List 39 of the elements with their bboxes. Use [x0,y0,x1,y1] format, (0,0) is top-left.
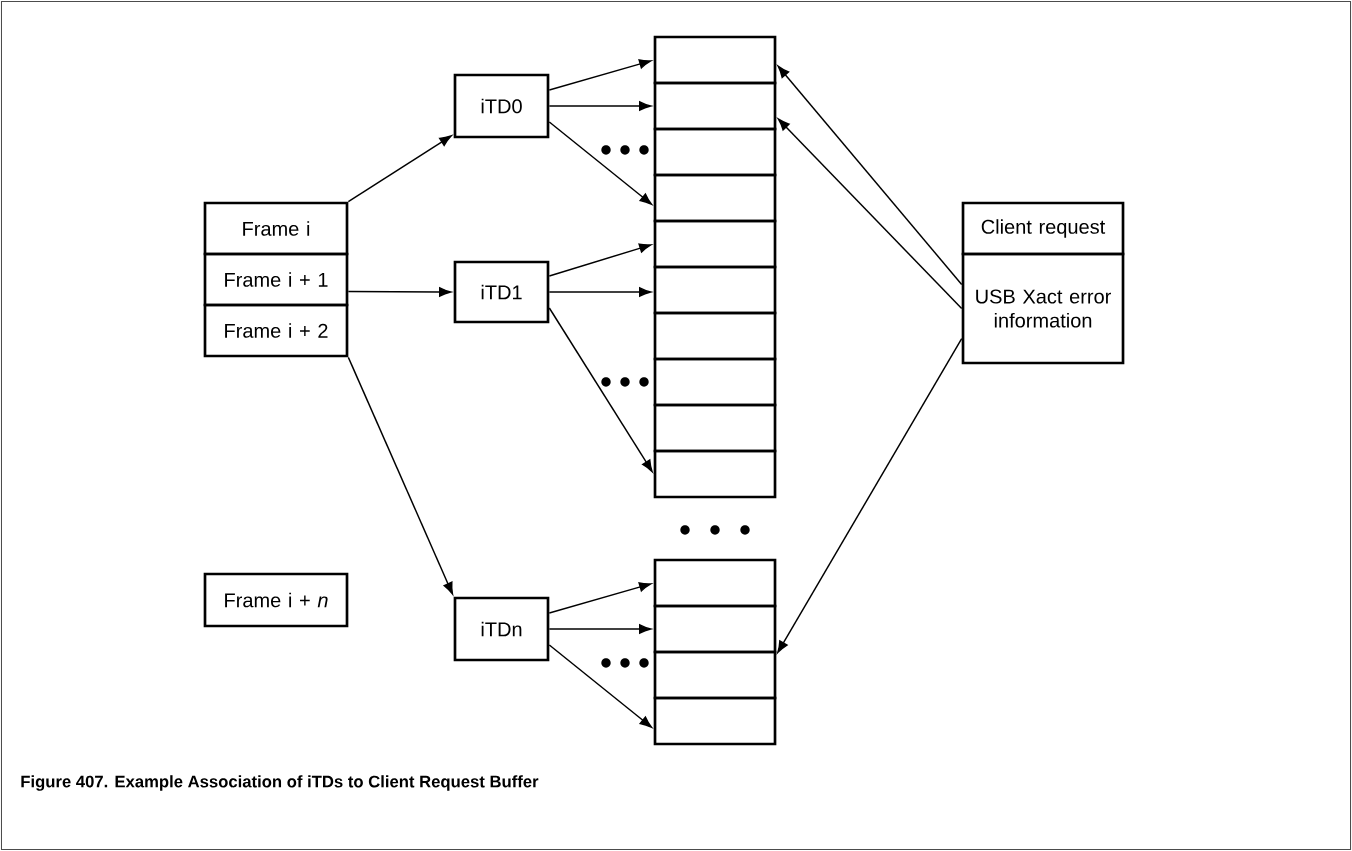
arrow [548,121,652,205]
buffer-cell [653,696,777,746]
arrow [347,356,454,595]
arrow [777,118,963,310]
arrow [548,59,652,91]
arrow [347,135,452,203]
buffer-cell [653,449,777,499]
itd-box: iTD0 [453,73,550,139]
frame-cell: Frame i + 1 [203,252,349,307]
arrow [548,287,652,297]
itd-box: iTD1 [453,260,550,324]
buffer-cell [653,127,777,177]
arrow [548,644,652,728]
frame-box: Frame i + n [203,572,349,628]
arrow [548,101,652,111]
arrow [777,337,963,654]
frame-cell: Frame i + 2 [203,303,349,358]
arrow [777,65,963,286]
buffer-cell [653,604,777,654]
buffer-cell [653,173,777,223]
buffer-cell [653,650,777,700]
arrow [548,624,652,634]
buffer-cell [653,81,777,131]
figure-caption: Figure 407. Example Association of iTDs to Client Request Buffer [21,775,539,791]
error-info-cell: USB Xact error information [961,252,1125,365]
buffer-cell [653,357,777,407]
buffer-cell [653,265,777,315]
itd-box: iTDn [453,596,550,662]
arrow [548,307,653,473]
arrow [548,243,652,277]
buffer-cell [653,558,777,608]
buffer-cell [653,219,777,269]
arrow [548,582,652,614]
buffer-cell [653,311,777,361]
client-request-cell: Client request [961,201,1125,256]
arrow [347,287,452,297]
frame-cell: Frame i [203,201,349,256]
buffer-cell [653,403,777,453]
buffer-cell [653,35,777,85]
